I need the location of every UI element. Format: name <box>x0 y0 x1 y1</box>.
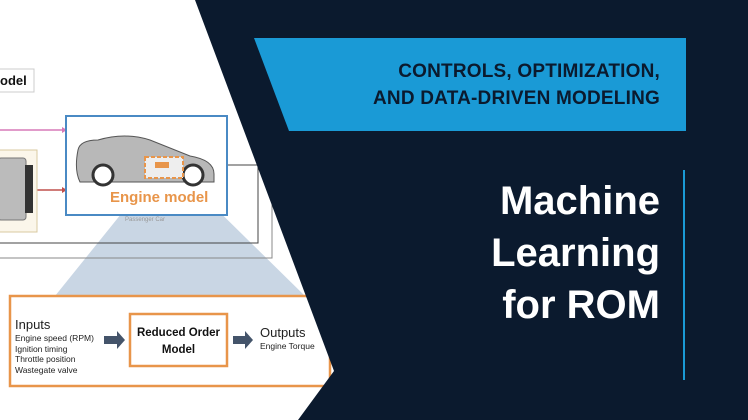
arrowhead <box>62 127 67 133</box>
input-item: Engine speed (RPM) <box>15 333 94 343</box>
category-banner <box>254 38 686 131</box>
inputs-heading: Inputs <box>15 317 51 332</box>
feedback-wire <box>0 164 259 244</box>
engine-icon <box>155 162 169 168</box>
ecu-connector <box>25 165 33 213</box>
arrow-right-icon <box>233 331 253 349</box>
rom-label-line: Reduced Order <box>136 327 221 339</box>
engine-model-label: Engine model <box>110 189 209 206</box>
rom-label-line: Model <box>161 344 196 356</box>
banner-line: AND DATA-DRIVEN MODELING <box>373 88 660 109</box>
rom-box <box>128 312 229 368</box>
input-item: Ignition timing <box>15 343 68 354</box>
banner-line: CONTROLS, OPTIMIZATION, <box>398 61 660 82</box>
output-item: Engine Torque <box>260 341 315 351</box>
wheel-icon <box>91 163 115 187</box>
outputs-heading: Outputs <box>260 325 306 340</box>
page-title: Machine Learning for ROM <box>491 175 660 331</box>
title-line: Machine <box>499 179 660 223</box>
input-item: Wastegate valve <box>15 364 78 375</box>
vehicle-caption: Passenger Car <box>125 217 166 223</box>
model-label: odel <box>0 73 27 88</box>
arrow-right-icon <box>104 331 125 349</box>
model-label-box <box>0 68 35 93</box>
wheel-icon <box>181 163 205 187</box>
title-line: Learning <box>491 231 660 275</box>
title-line: for ROM <box>502 283 660 327</box>
ecu-icon <box>0 157 27 221</box>
rom-label: Reduced Order Model <box>130 325 227 359</box>
zoom-cone <box>55 178 305 296</box>
inputs-list: Engine speed (RPM) Ignition timing Throt… <box>15 333 94 375</box>
input-item: Throttle position <box>15 354 76 364</box>
category-banner-text: CONTROLS, OPTIMIZATION, AND DATA-DRIVEN … <box>260 58 660 112</box>
arrowhead <box>62 187 67 193</box>
